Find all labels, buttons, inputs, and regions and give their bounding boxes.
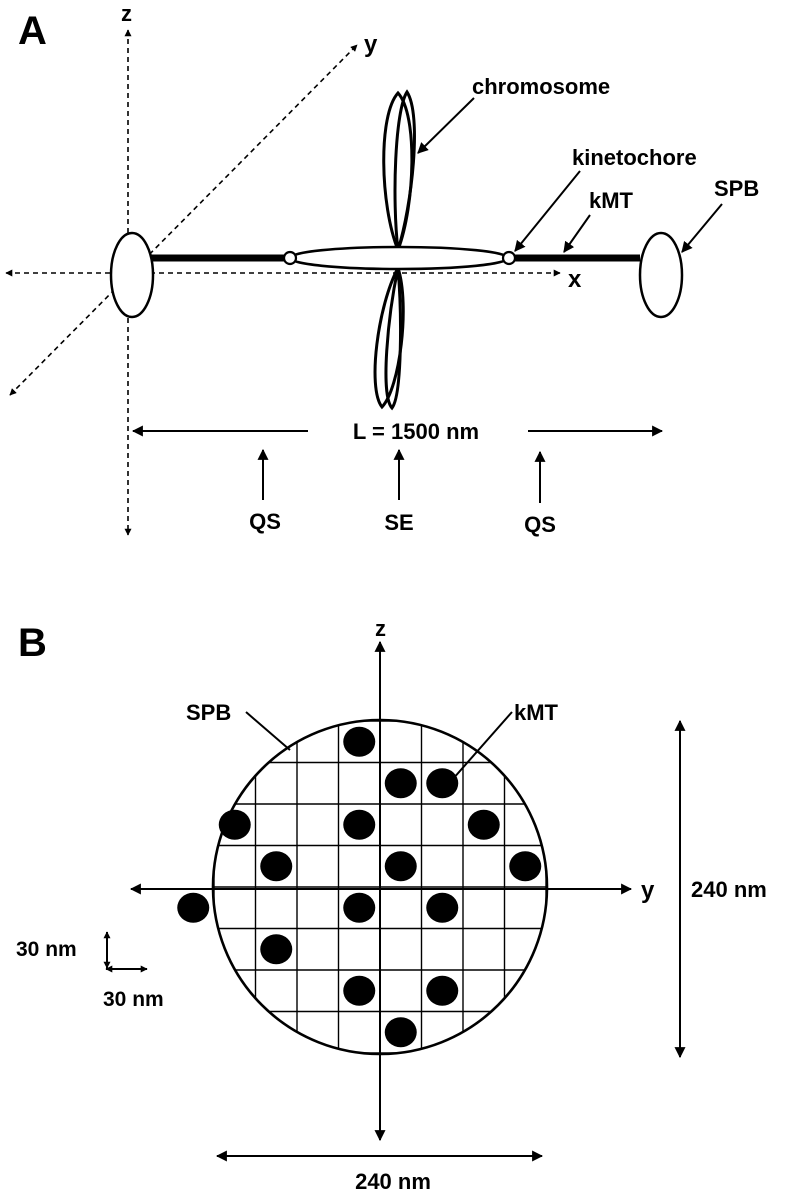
grid-scale-horizontal-label: 30 nm [103,988,164,1011]
grid-scale-vertical-label: 30 nm [16,938,77,961]
length-label: L = 1500 nm [353,419,479,444]
kmt-label-b: kMT [514,700,559,725]
kinetochore-left [282,250,298,266]
kmt-dot [343,809,376,840]
panel-b: B z y SPB kMT 240 nm 240 nm 30 nm 30 nm [16,616,767,1194]
chromosome-label: chromosome [472,74,610,99]
y-axis-a [9,44,358,396]
panel-b-letter: B [18,621,47,665]
kmt-dots [177,726,542,1048]
axis-z-label-a: z [121,1,132,26]
kmt-dot [384,1017,417,1048]
chromatid-body [288,245,510,271]
kinetochore-label: kinetochore [572,145,697,170]
spb-right [638,231,684,319]
kmt-dot [260,851,293,882]
axis-y-label-a: y [364,31,378,58]
kmt-dot [509,851,542,882]
kmt-dot [343,975,376,1006]
kmt-pointer-a [563,214,591,253]
kmt-dot [343,726,376,757]
axis-y-label-b: y [641,877,655,904]
kmt-dot [343,892,376,923]
spb-label-b: SPB [186,700,231,725]
spb-pointer-a [681,203,723,253]
width-label: 240 nm [355,1169,431,1194]
kmt-dot [467,809,500,840]
chromosome-shape [373,89,416,411]
kmt-dot [426,975,459,1006]
qs-left-label: QS [249,509,281,534]
kmt-label-a: kMT [589,188,634,213]
kmt-pointer-b [451,711,513,781]
axis-z-label-b: z [375,616,386,641]
kmt-dot [177,892,210,923]
panel-a-letter: A [18,9,47,53]
qs-right-label: QS [524,512,556,537]
kmt-dot [426,768,459,799]
kmt-dot [260,934,293,965]
spb-left [109,231,155,319]
kmt-dot [384,768,417,799]
spb-label-a: SPB [714,176,759,201]
kinetochore-pointer [514,170,581,252]
spb-pointer-b [245,711,291,751]
se-label: SE [384,510,413,535]
axis-x-label-a: x [568,266,582,293]
kmt-dot [384,851,417,882]
kmt-dot [426,892,459,923]
kinetochore-right [501,250,517,266]
panel-a: A z y x chromosome kinetochore kM [5,1,759,537]
height-label: 240 nm [691,877,767,902]
chromosome-pointer [417,97,475,154]
kmt-dot [218,809,251,840]
